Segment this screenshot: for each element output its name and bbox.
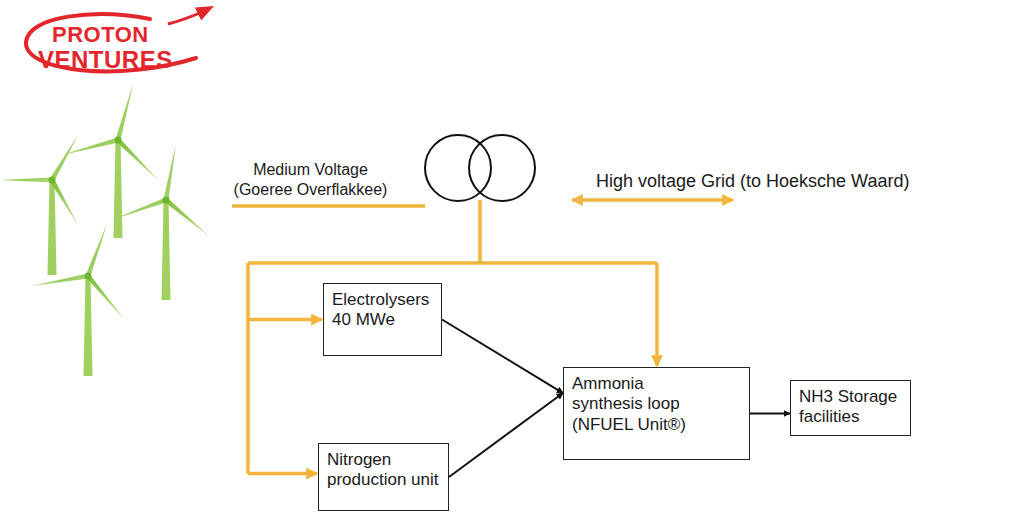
power-line: [246, 263, 250, 474]
turbine-blade: [164, 198, 209, 236]
turbine-blade: [86, 274, 124, 319]
line-label: High voltage Grid (to Hoeksche Waard): [596, 170, 909, 192]
wind-turbine: [33, 223, 124, 376]
power-line: [248, 261, 657, 265]
box-text: NH3 Storage facilities: [799, 387, 901, 428]
power-line: [232, 204, 425, 208]
turbine-blade: [86, 223, 108, 276]
wind-turbine: [113, 145, 209, 300]
flow-arrow: [449, 393, 563, 477]
logo-text: VENTURES: [38, 46, 173, 74]
wind-turbine: [62, 84, 159, 238]
transformer-symbol: [425, 135, 535, 201]
process-box: Nitrogen production unit: [318, 443, 449, 511]
connectors: [442, 320, 790, 478]
power-line: [572, 198, 733, 202]
turbine-blade: [116, 138, 159, 181]
turbine-hub: [115, 137, 122, 144]
turbine-blade: [116, 84, 133, 141]
process-box: NH3 Storage facilities: [790, 380, 911, 436]
logo-text: PROTON: [52, 22, 149, 48]
logo-arrow: [168, 10, 206, 24]
turbine-blade: [50, 135, 78, 181]
transformer-coil: [425, 135, 491, 201]
power-line: [655, 263, 659, 366]
line-label: Medium Voltage (Goeree Overflakkee): [228, 160, 393, 200]
power-line: [248, 472, 317, 476]
turbine-tower: [114, 140, 123, 238]
wind-turbines: [0, 84, 209, 376]
box-text: Electrolysers 40 MWe: [332, 290, 432, 331]
turbine-blade: [0, 178, 52, 183]
power-lines: [232, 200, 733, 474]
turbine-hub: [163, 197, 170, 204]
wind-turbine: [0, 135, 78, 275]
turbine-blade: [50, 179, 78, 225]
process-box: Ammonia synthesis loop (NFUEL Unit®): [563, 367, 750, 460]
turbine-hub: [49, 177, 56, 184]
turbine-hub: [85, 273, 92, 280]
flow-arrow: [442, 320, 563, 394]
box-text: Ammonia synthesis loop (NFUEL Unit®): [572, 374, 700, 435]
box-text: Nitrogen production unit: [327, 450, 439, 491]
turbine-tower: [48, 180, 57, 275]
turbine-tower: [162, 200, 171, 300]
turbine-blade: [62, 138, 119, 155]
turbine-blade: [113, 198, 166, 220]
power-line: [478, 200, 482, 263]
process-box: Electrolysers 40 MWe: [323, 283, 442, 356]
power-line: [248, 318, 322, 322]
flow-arrow: [750, 413, 790, 415]
transformer-coil: [469, 135, 535, 201]
turbine-tower: [84, 276, 93, 376]
turbine-blade: [164, 145, 176, 201]
turbine-blade: [33, 274, 89, 286]
